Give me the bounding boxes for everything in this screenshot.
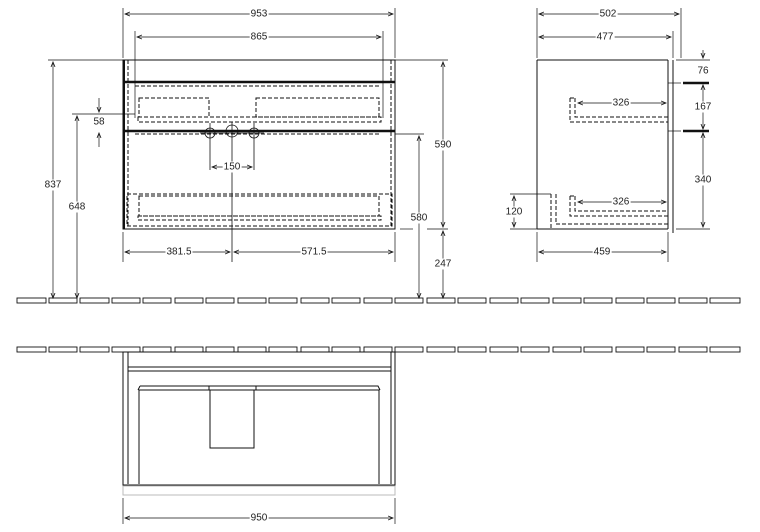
front-view [48,8,448,298]
top-view [122,351,396,524]
dim-left-to-center: 381.5 [165,246,193,258]
dim-cabinet-depth: 477 [595,31,615,43]
dim-upper-drawer-depth: 326 [611,97,631,109]
dim-siphon-offset: 58 [92,116,106,128]
dim-lower-height: 340 [693,174,713,186]
dim-drain-height: 648 [67,201,87,213]
dim-overall-depth: 502 [598,8,618,20]
dim-bottom-depth: 459 [592,246,612,258]
dim-rail-spacing: 167 [693,101,713,113]
dim-right-from-center: 571.5 [300,246,328,258]
dim-total-height: 837 [43,179,63,191]
dim-cabinet-height: 590 [433,139,453,151]
dim-plinth-height: 120 [504,206,524,218]
wall-tiles [16,297,741,353]
dim-drain-to-floor: 580 [409,212,429,224]
side-view [510,8,710,262]
dim-overall-width: 953 [249,8,269,20]
dim-inner-width: 865 [249,31,269,43]
dim-top-width: 950 [249,512,269,524]
dim-lower-drawer-depth: 326 [611,196,631,208]
dim-top-offset: 76 [696,65,710,77]
dim-tap-spacing: 150 [222,161,242,173]
dim-floor-clearance: 247 [433,258,453,270]
